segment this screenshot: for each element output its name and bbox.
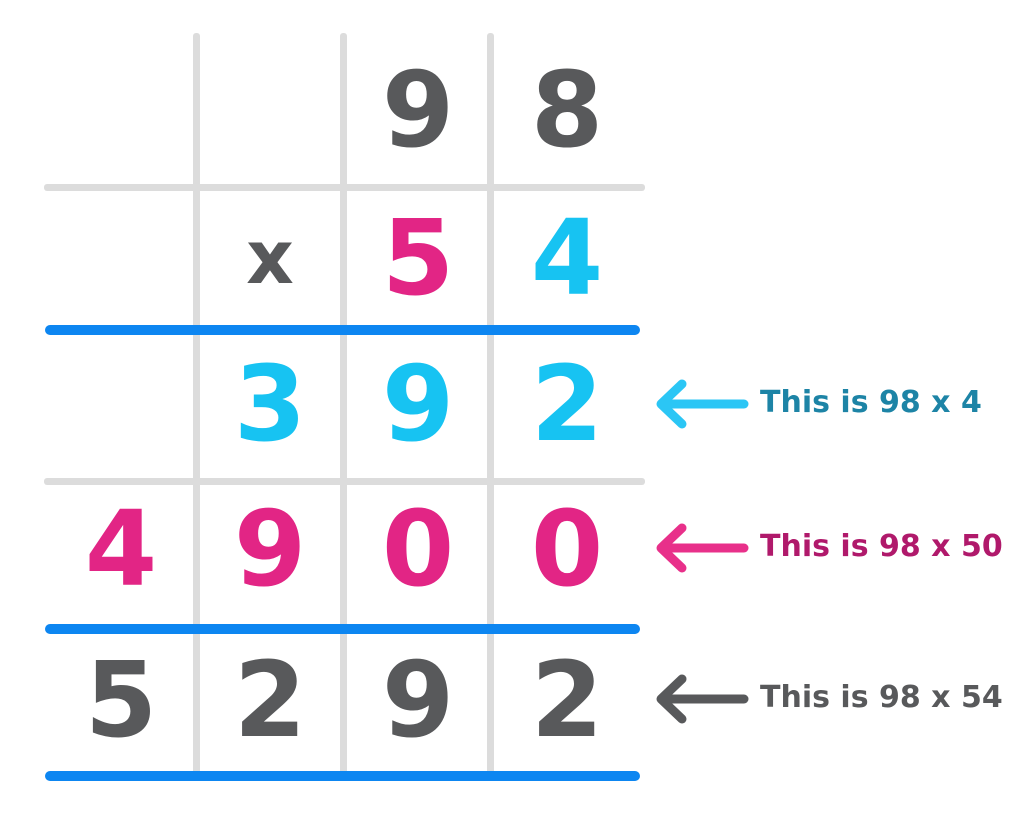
row-line-1 xyxy=(44,184,645,191)
addition-line xyxy=(45,624,640,634)
grid-digit: 9 xyxy=(381,343,455,465)
left-arrow-icon xyxy=(656,523,749,573)
grid-digit: 9 xyxy=(381,639,455,761)
row-line-2 xyxy=(44,478,645,485)
grid-digit: 9 xyxy=(381,49,455,171)
left-arrow-icon xyxy=(656,379,749,429)
column-line-2 xyxy=(340,33,347,777)
grid-digit: 5 xyxy=(381,197,455,319)
left-arrow-icon xyxy=(656,674,749,724)
grid-digit: 3 xyxy=(233,343,307,465)
grid-digit: 4 xyxy=(84,488,158,610)
grid-digit: 4 xyxy=(530,197,604,319)
grid-digit: 8 xyxy=(530,49,604,171)
multiply-sign: x xyxy=(246,215,294,301)
column-line-3 xyxy=(487,33,494,777)
grid-digit: 9 xyxy=(233,488,307,610)
column-line-1 xyxy=(193,33,200,777)
grid-digit: 2 xyxy=(530,343,604,465)
annotation-label: This is 98 x 54 xyxy=(760,680,1003,715)
result-line xyxy=(45,771,640,781)
grid-digit: 5 xyxy=(84,639,158,761)
annotation-label: This is 98 x 50 xyxy=(760,529,1003,564)
multiplication-line xyxy=(45,325,640,335)
grid-digit: 0 xyxy=(530,488,604,610)
annotation-label: This is 98 x 4 xyxy=(760,385,982,420)
grid-digit: 2 xyxy=(233,639,307,761)
grid-digit: 0 xyxy=(381,488,455,610)
grid-digit: 2 xyxy=(530,639,604,761)
